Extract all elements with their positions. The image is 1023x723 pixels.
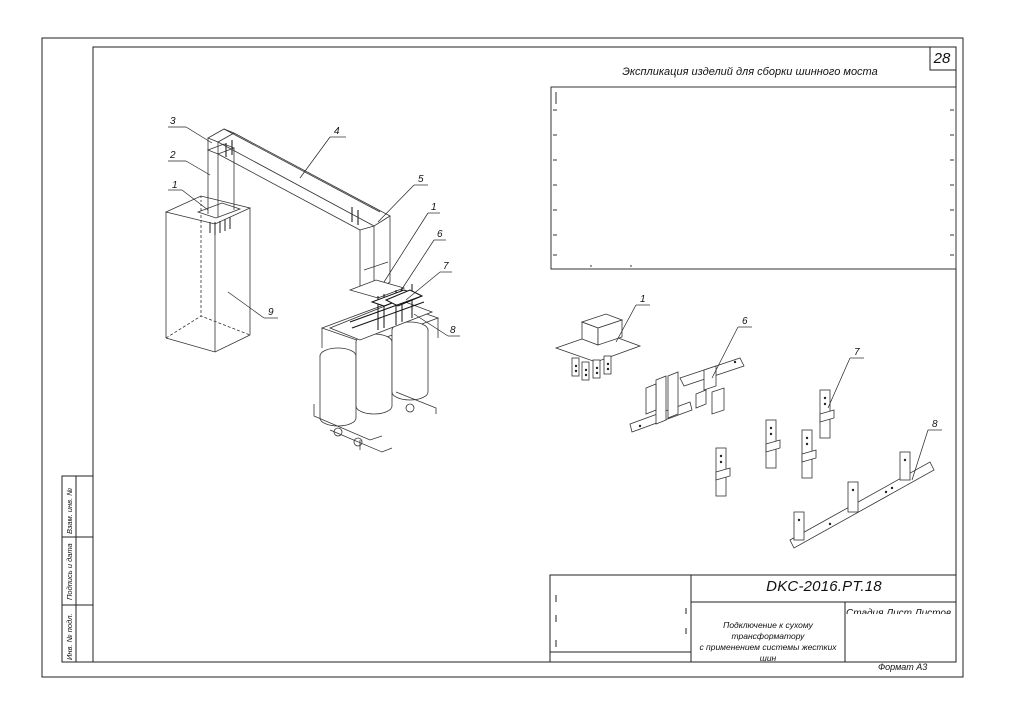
transformer	[313, 299, 440, 453]
callout-5: 5	[418, 174, 424, 185]
assembly-callout-numbers: 3 2 1 4 5 1 6 7 8 9	[169, 116, 456, 336]
stamp-inv-replace: Взам. инв. №	[65, 487, 74, 534]
callout-4: 4	[334, 126, 340, 137]
page-number-box	[929, 46, 957, 71]
parts-callout-numbers: 1 6 7 8	[640, 294, 938, 430]
title-block	[549, 574, 957, 663]
callout-1: 1	[172, 180, 178, 191]
document-code: DKC-2016.PT.18	[766, 578, 882, 595]
outer-frame	[41, 37, 964, 678]
description-line-2: с применением системы жестких шин	[699, 642, 837, 663]
stage-header: Стадия Лист Листов	[846, 608, 952, 614]
part-callout-7: 7	[854, 347, 860, 358]
part-8-rail	[789, 451, 935, 549]
explication-title: Экспликация изделий для сборки шинного м…	[622, 66, 878, 78]
callout-8: 8	[450, 325, 456, 336]
page-number: 28	[933, 50, 951, 67]
callout-6: 6	[437, 229, 443, 240]
callout-2: 2	[169, 150, 176, 161]
assembly-drawing	[164, 128, 440, 453]
exploded-parts	[554, 313, 935, 549]
callout-1b: 1	[431, 202, 437, 213]
part-6-busbar	[629, 357, 745, 433]
part-callout-1: 1	[640, 294, 646, 305]
parts-callouts	[615, 304, 942, 481]
stamp-sign-date: Подпись и дата	[65, 543, 74, 600]
part-callout-6: 6	[742, 316, 748, 327]
assembly-callouts	[168, 126, 460, 337]
part-1-plate	[554, 313, 642, 381]
sheet-format: Формат А3	[878, 662, 928, 672]
explication-table	[550, 86, 957, 270]
description-line-1: Подключение к сухому трансформатору	[723, 620, 813, 641]
side-stamp	[61, 475, 94, 663]
callout-9: 9	[268, 307, 274, 318]
switchgear-cabinet	[164, 195, 252, 353]
drawing-description: Подключение к сухому трансформатору с пр…	[692, 620, 844, 664]
part-7-busbars	[715, 389, 835, 497]
callout-3: 3	[170, 116, 176, 127]
stamp-inv-orig: Инв. № подл.	[65, 613, 74, 660]
callout-7: 7	[443, 261, 449, 272]
part-callout-8: 8	[932, 419, 938, 430]
inner-frame	[92, 46, 957, 663]
